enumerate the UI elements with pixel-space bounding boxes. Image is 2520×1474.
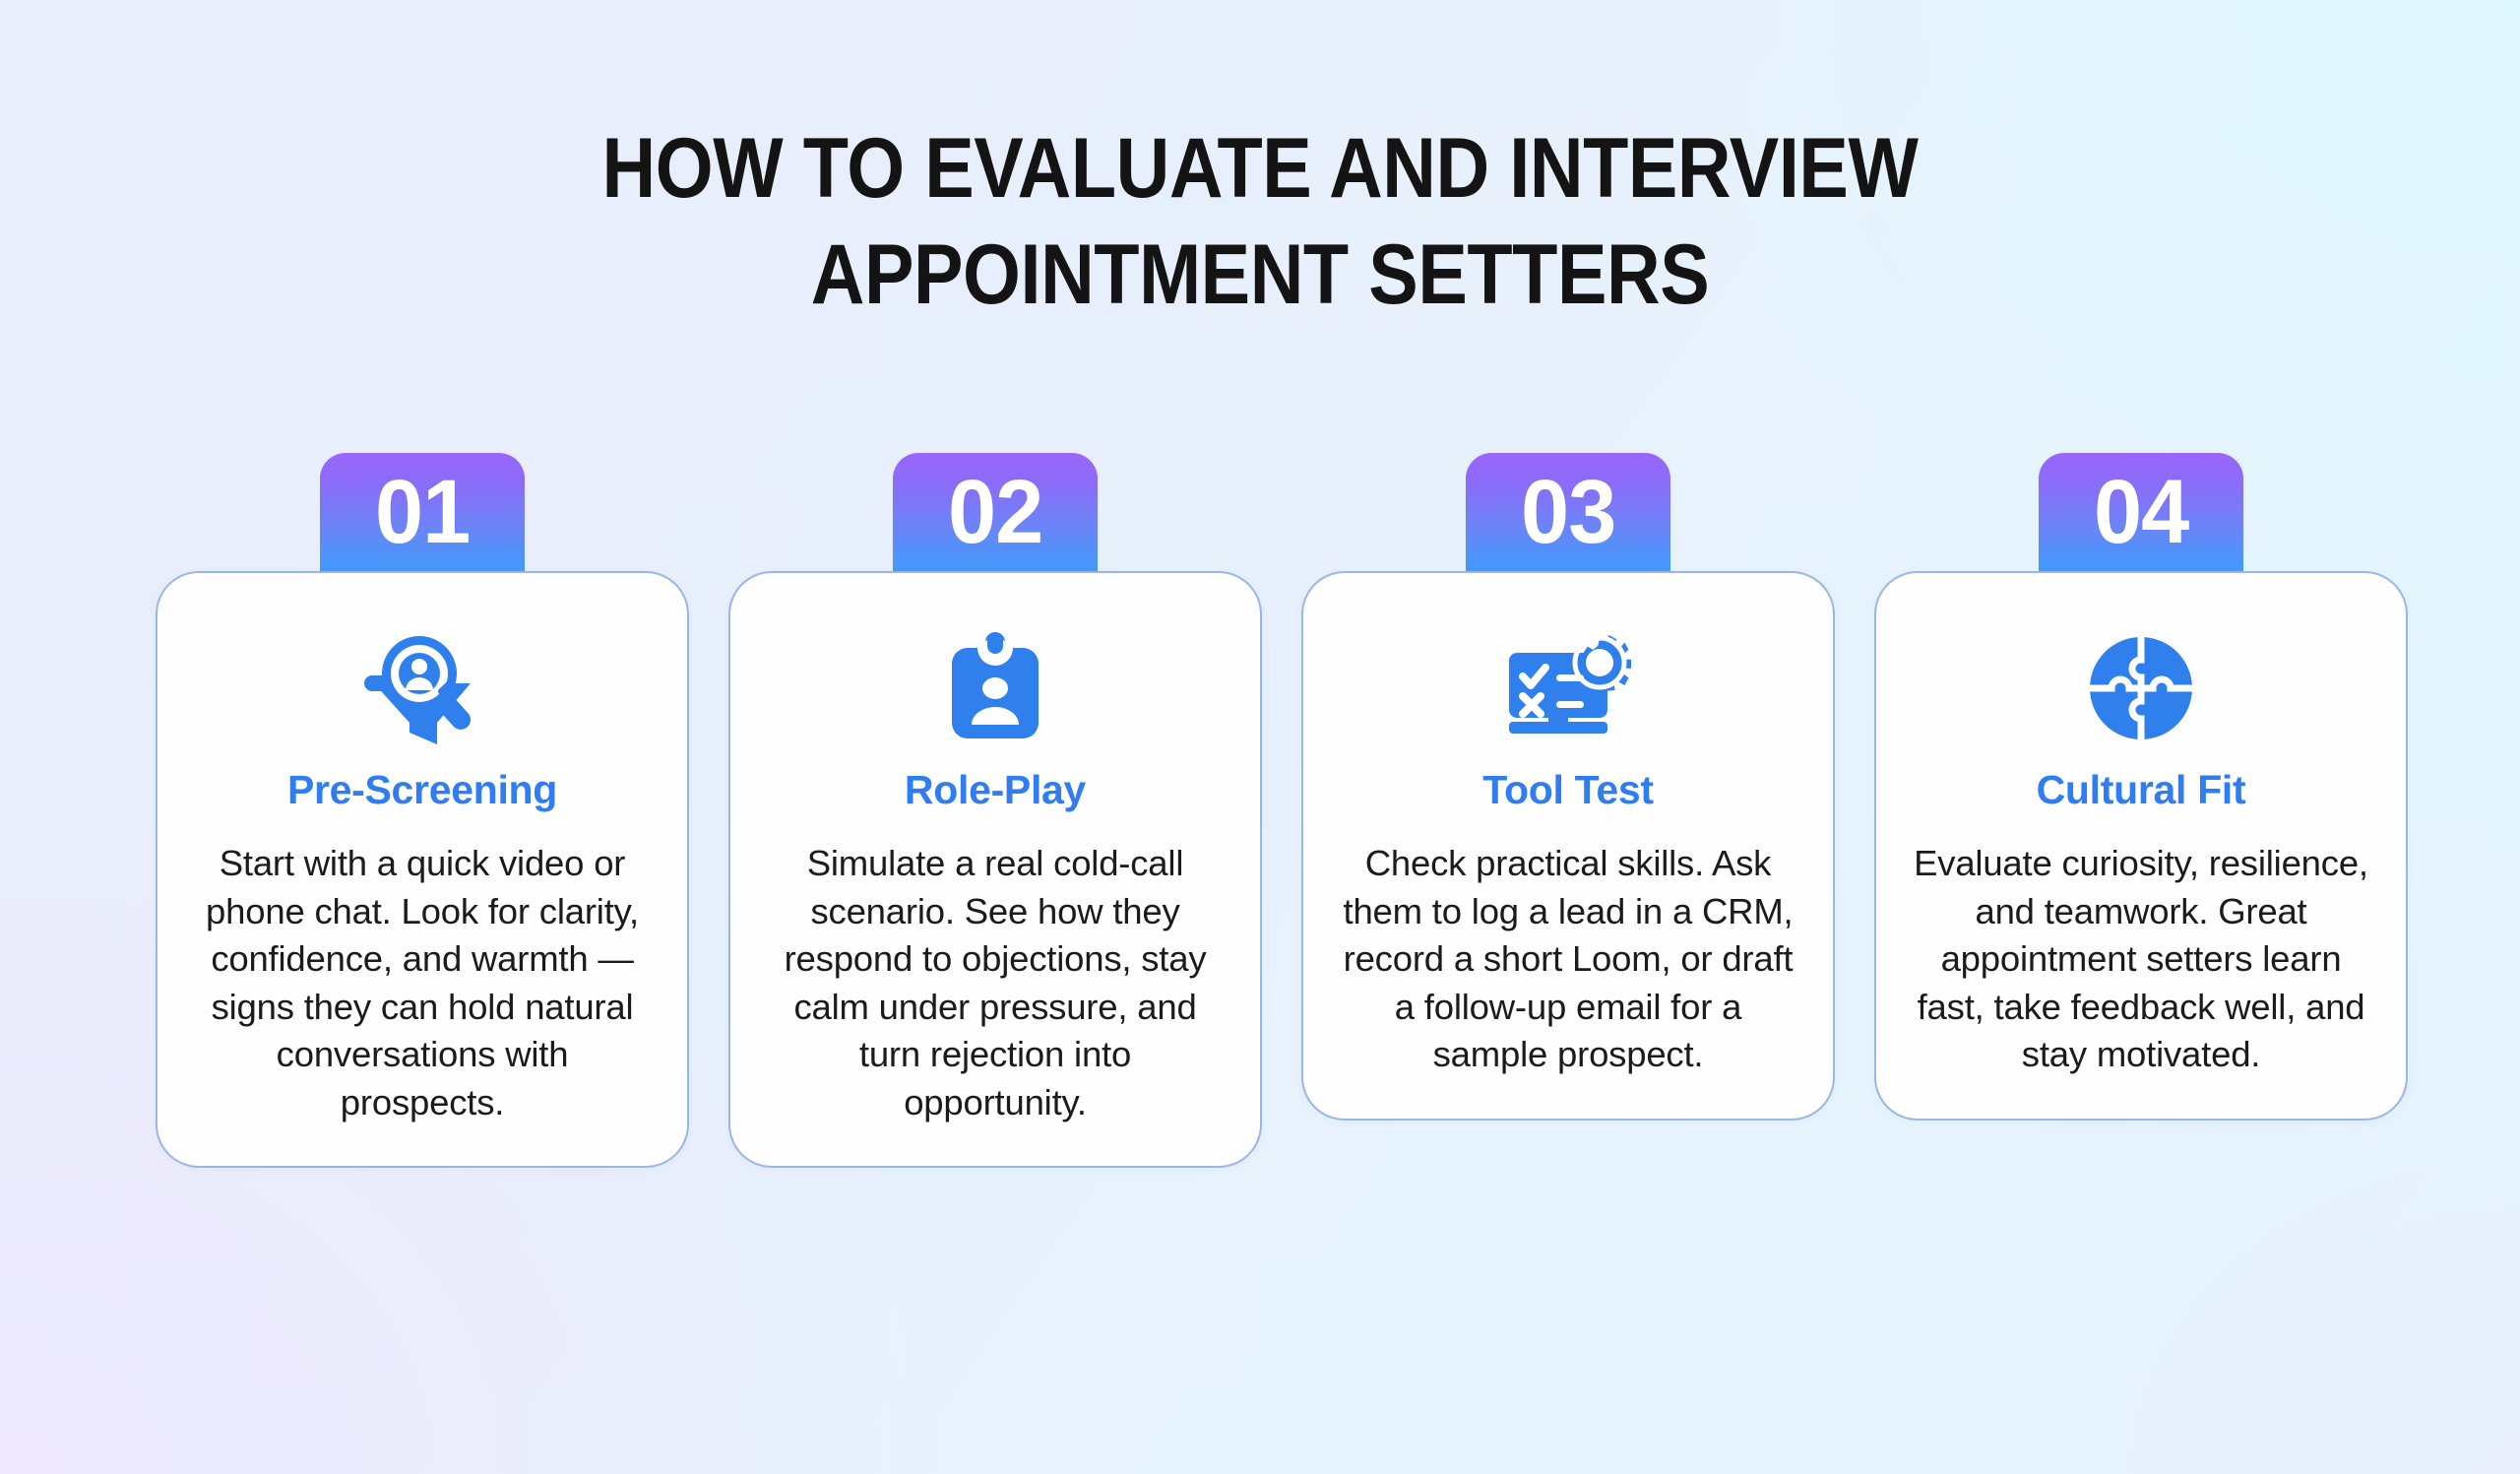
page-title-line-1: HOW TO EVALUATE AND INTERVIEW [601, 121, 1919, 216]
step-card-3: 03 [1301, 453, 1835, 1121]
step-card-body-1: Start with a quick video or phone chat. … [206, 843, 639, 1122]
step-card-body-4: Evaluate curiosity, resilience, and team… [1914, 843, 2368, 1075]
id-badge-person-icon [930, 630, 1060, 746]
step-card-2: 02 [728, 453, 1262, 1169]
steps-row: 01 [156, 453, 2408, 1169]
monitor-checklist-gear-icon [1503, 630, 1633, 746]
page-title: HOW TO EVALUATE AND INTERVIEW APPOINTMEN… [0, 126, 2520, 317]
step-card-4: 04 Cultural Fit Evaluate curiosity, res [1874, 453, 2408, 1121]
step-card-panel-1: Pre-Screening Start with a quick video o… [156, 571, 689, 1169]
step-card-title-4: Cultural Fit [2036, 767, 2246, 812]
step-card-title-1: Pre-Screening [286, 767, 558, 812]
step-card-body-3: Check practical skills. Ask them to log … [1343, 843, 1794, 1075]
step-card-1: 01 [156, 453, 689, 1169]
step-card-title-2: Role-Play [904, 767, 1087, 812]
magnifier-person-funnel-icon [357, 630, 487, 746]
step-card-body-2: Simulate a real cold-call scenario. See … [784, 843, 1207, 1122]
step-number-label-2: 02 [947, 462, 1043, 562]
step-number-label-4: 04 [2093, 462, 2189, 562]
step-card-panel-2: Role-Play Simulate a real cold-call scen… [728, 571, 1262, 1169]
step-number-label-3: 03 [1520, 462, 1616, 562]
page-title-line-2: APPOINTMENT SETTERS [810, 227, 1710, 322]
step-card-title-3: Tool Test [1482, 767, 1654, 812]
step-card-panel-4: Cultural Fit Evaluate curiosity, resilie… [1874, 571, 2408, 1121]
step-number-label-1: 01 [374, 462, 471, 562]
circular-puzzle-icon [2076, 630, 2206, 746]
step-card-panel-3: Tool Test Check practical skills. Ask th… [1301, 571, 1835, 1121]
